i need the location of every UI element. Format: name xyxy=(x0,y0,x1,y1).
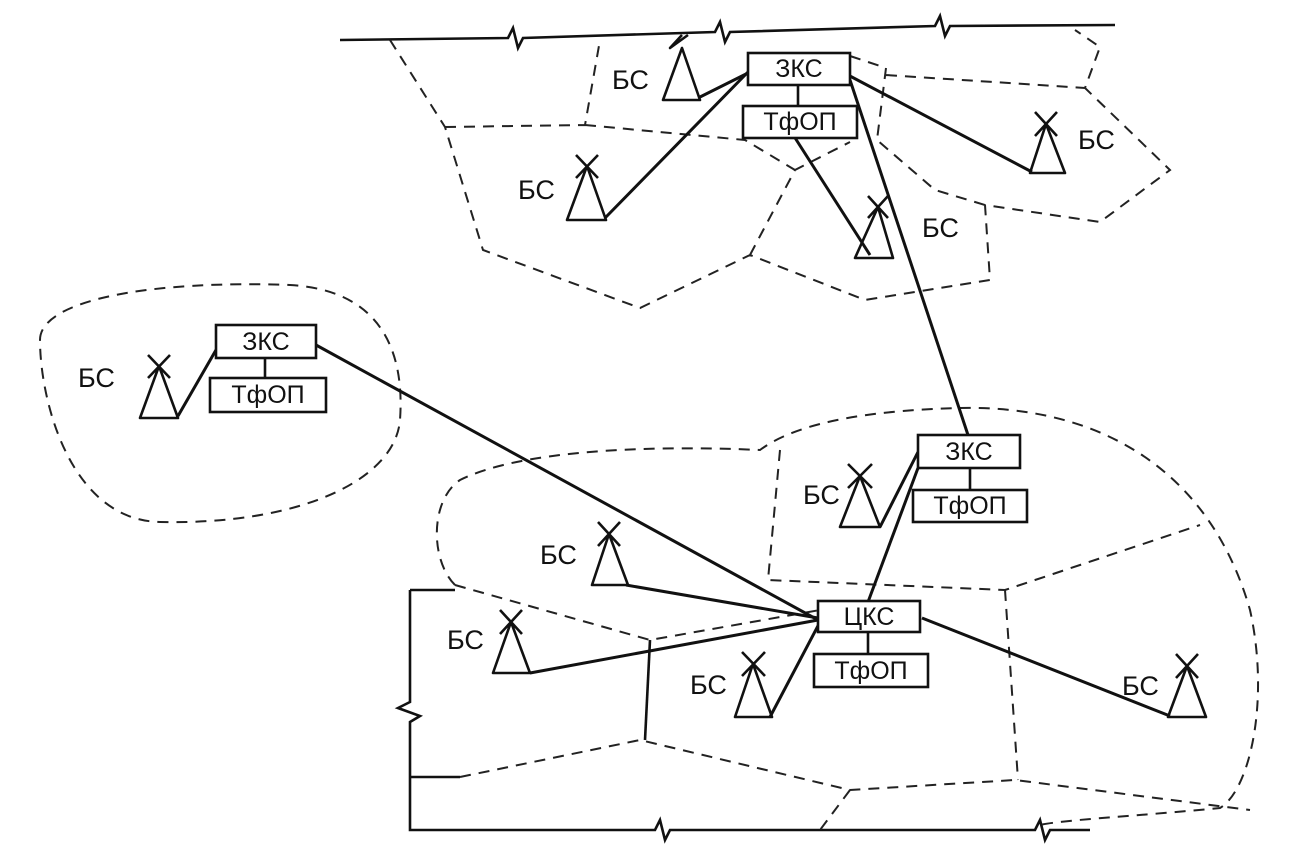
bs-north-2-label: БС xyxy=(518,175,555,205)
bs-center-2: БС xyxy=(447,609,532,675)
link-zks-bs-north3 xyxy=(788,129,872,256)
link-zks-north-zks-east xyxy=(848,79,970,436)
zks-east-pstn: ТфОП xyxy=(911,488,1029,524)
cks-center-switch-label: ЦКС xyxy=(844,603,895,631)
west-cell-boundary xyxy=(38,283,402,524)
bs-north-2: БС xyxy=(518,154,608,222)
bs-center-3-label: БС xyxy=(690,670,727,700)
zks-west-pstn: ТфОП xyxy=(208,376,328,414)
bs-north-4-label: БС xyxy=(1078,125,1115,155)
zks-west-switch-label: ЗКС xyxy=(242,328,289,356)
antenna-tower-icon xyxy=(1028,111,1067,175)
zks-north-pstn: ТфОП xyxy=(741,104,859,140)
bs-center-4: БС xyxy=(1122,653,1208,719)
links xyxy=(176,70,1171,718)
bs-north-3-label: БС xyxy=(922,213,959,243)
central-outer-boundary xyxy=(435,406,1260,826)
zks-east-switch-label: ЗКС xyxy=(945,438,992,466)
west-region xyxy=(38,283,402,524)
cks-center-switch: ЦКС xyxy=(816,599,922,634)
antenna-tower-icon xyxy=(661,33,702,102)
bs-center-2-label: БС xyxy=(447,625,484,655)
link-cks-bs-c4 xyxy=(921,616,1171,718)
north-region xyxy=(339,12,1172,310)
bs-north-1-label: БС xyxy=(612,65,649,95)
bs-center-1-label: БС xyxy=(540,540,577,570)
zks-east-switch: ЗКС xyxy=(916,433,1022,470)
cks-center-pstn: ТфОП xyxy=(812,652,930,689)
antenna-tower-icon xyxy=(491,609,532,675)
antenna-tower-icon xyxy=(733,651,774,719)
bs-north-3 xyxy=(853,195,895,260)
zks-north-pstn-label: ТфОП xyxy=(763,108,836,136)
link-bs-north2-zks xyxy=(603,70,750,220)
central-left-boundary xyxy=(394,590,1090,844)
north-cell-boundaries xyxy=(389,29,1172,310)
zks-west-switch: ЗКС xyxy=(214,323,318,360)
link-bs-north1-zks xyxy=(699,70,751,99)
antenna-tower-icon xyxy=(138,354,180,420)
central-cell-solid-line xyxy=(643,639,652,741)
zks-east-pstn-label: ТфОП xyxy=(933,492,1006,520)
link-bs-east-zks xyxy=(878,451,920,528)
cks-center-pstn-label: ТфОП xyxy=(834,657,907,685)
link-zks-west-cks xyxy=(315,343,819,622)
antenna-tower-icon xyxy=(838,463,882,529)
bs-east-1-label: БС xyxy=(803,480,840,510)
antenna-tower-icon xyxy=(1166,653,1208,719)
bs-center-4-label: БС xyxy=(1122,671,1159,701)
zks-north-switch-label: ЗКС xyxy=(775,55,822,83)
bs-center-3: БС xyxy=(690,651,774,719)
central-cell-boundaries xyxy=(454,449,1251,831)
link-bs-c1-cks xyxy=(625,583,819,620)
central-region xyxy=(394,406,1260,844)
bs-west-1: БС xyxy=(78,354,180,420)
antenna-tower-icon xyxy=(565,154,608,222)
link-bs-c2-cks xyxy=(529,618,819,675)
zks-north-switch: ЗКС xyxy=(746,51,852,87)
bs-center-1: БС xyxy=(540,521,630,587)
north-boundary-line xyxy=(339,12,1116,52)
link-bs-west-zks xyxy=(176,342,222,417)
zks-west-pstn-label: ТфОП xyxy=(231,381,304,409)
bs-west-1-label: БС xyxy=(78,363,115,393)
link-cks-zks-east xyxy=(866,467,920,603)
antenna-tower-icon xyxy=(853,195,895,260)
link-bs-c3-cks xyxy=(768,621,822,718)
bs-north-1: БС xyxy=(612,33,702,102)
link-zks-bs-north4 xyxy=(847,73,1033,174)
bs-north-4: БС xyxy=(1028,111,1115,175)
bs-east-1: БС xyxy=(803,463,882,529)
antenna-tower-icon xyxy=(590,521,630,587)
